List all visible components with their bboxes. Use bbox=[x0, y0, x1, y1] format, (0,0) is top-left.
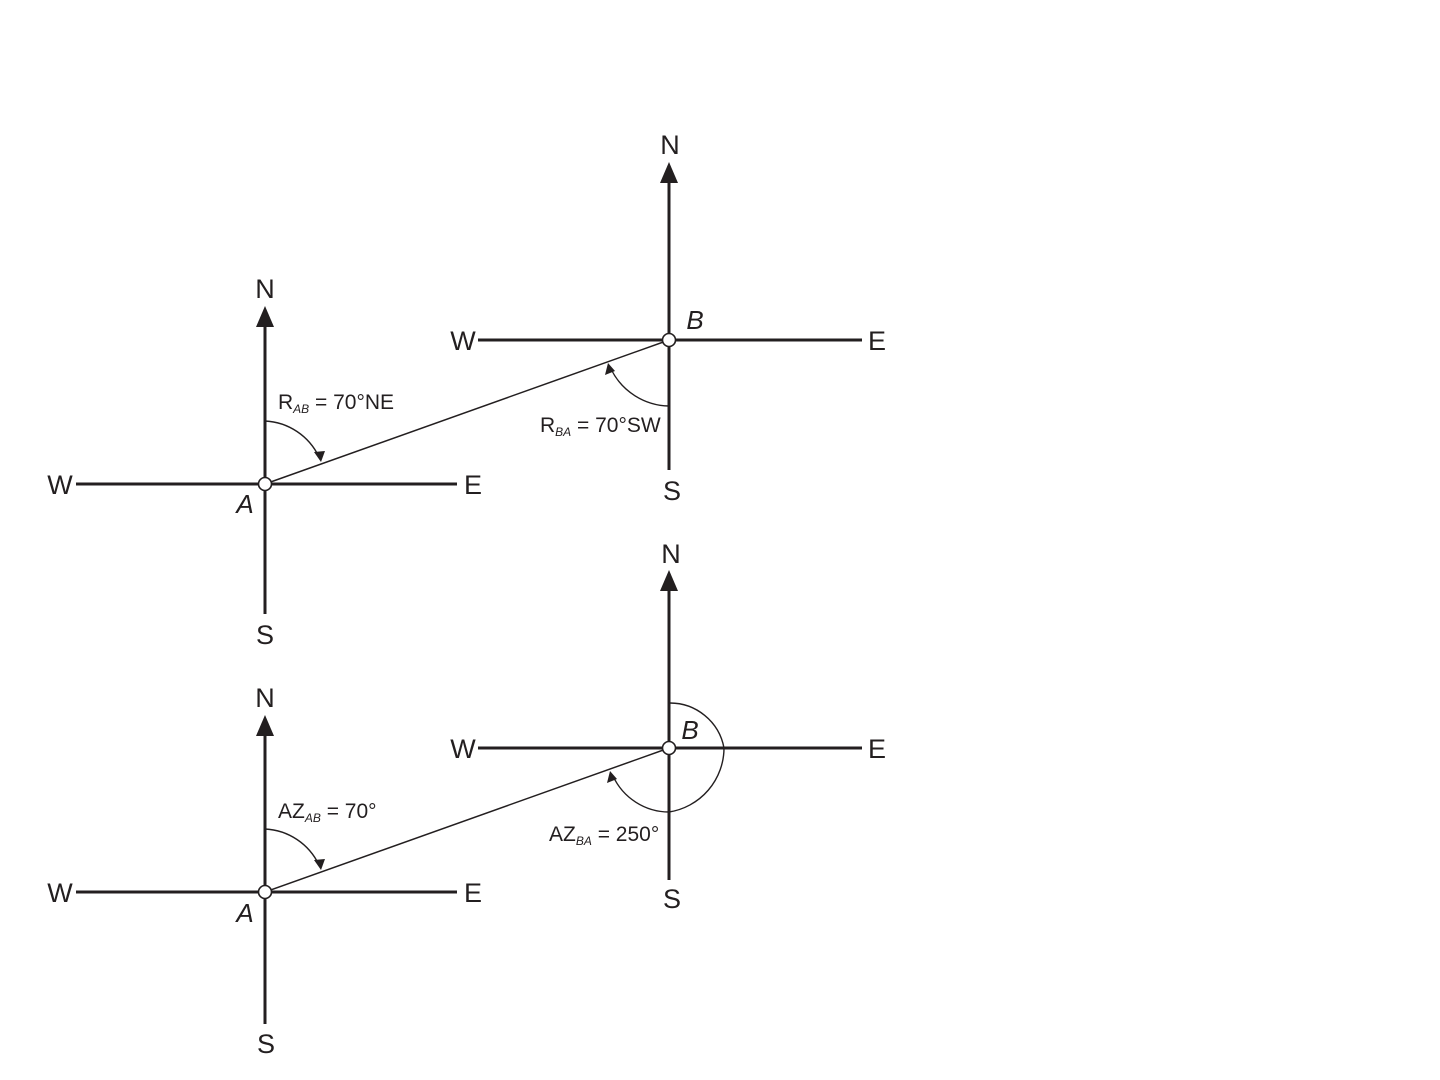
north-label: N bbox=[255, 274, 275, 304]
bearing-panel: N S W E N S W E A B RAB = 70°NE RBA bbox=[47, 130, 886, 650]
compass-a-top: N S W E bbox=[47, 274, 482, 650]
north-arrowhead bbox=[256, 715, 274, 736]
north-label: N bbox=[661, 539, 681, 569]
east-label: E bbox=[464, 470, 482, 500]
bearing-ab-label: RAB = 70°NE bbox=[278, 391, 394, 416]
bearing-arc-ba bbox=[611, 369, 669, 406]
north-arrowhead bbox=[660, 162, 678, 183]
station-b-marker bbox=[663, 334, 676, 347]
arrowhead-icon bbox=[314, 859, 325, 870]
azimuth-ab-label: AZAB = 70° bbox=[278, 800, 377, 825]
compass-b-top: N S W E bbox=[450, 130, 886, 506]
west-label: W bbox=[47, 878, 73, 908]
bearing-ba-label: RBA = 70°SW bbox=[540, 414, 661, 439]
station-a-marker bbox=[259, 886, 272, 899]
azimuth-arc-ab bbox=[265, 829, 319, 865]
azimuth-ba-label: AZBA = 250° bbox=[549, 823, 659, 848]
south-label: S bbox=[663, 476, 681, 506]
bearing-arc-ab bbox=[265, 421, 319, 457]
compass-a-bottom: N S W E bbox=[47, 683, 482, 1059]
station-a-marker bbox=[259, 478, 272, 491]
west-label: W bbox=[450, 326, 476, 356]
azimuth-panel: N S W E N S W E A B AZAB = 70° AZBA bbox=[47, 539, 886, 1059]
station-a-label: A bbox=[234, 489, 253, 519]
north-arrowhead bbox=[660, 570, 678, 591]
west-label: W bbox=[450, 734, 476, 764]
north-label: N bbox=[660, 130, 680, 160]
station-b-label: B bbox=[686, 305, 703, 335]
east-label: E bbox=[868, 734, 886, 764]
station-b-marker bbox=[663, 742, 676, 755]
arrowhead-icon bbox=[314, 451, 325, 462]
north-arrowhead bbox=[256, 306, 274, 327]
compass-b-bottom: N S W E bbox=[450, 539, 886, 914]
station-a-label: A bbox=[234, 898, 253, 928]
station-b-label: B bbox=[681, 715, 698, 745]
south-label: S bbox=[257, 1029, 275, 1059]
south-label: S bbox=[663, 884, 681, 914]
east-label: E bbox=[868, 326, 886, 356]
west-label: W bbox=[47, 470, 73, 500]
east-label: E bbox=[464, 878, 482, 908]
north-label: N bbox=[255, 683, 275, 713]
south-label: S bbox=[256, 620, 274, 650]
